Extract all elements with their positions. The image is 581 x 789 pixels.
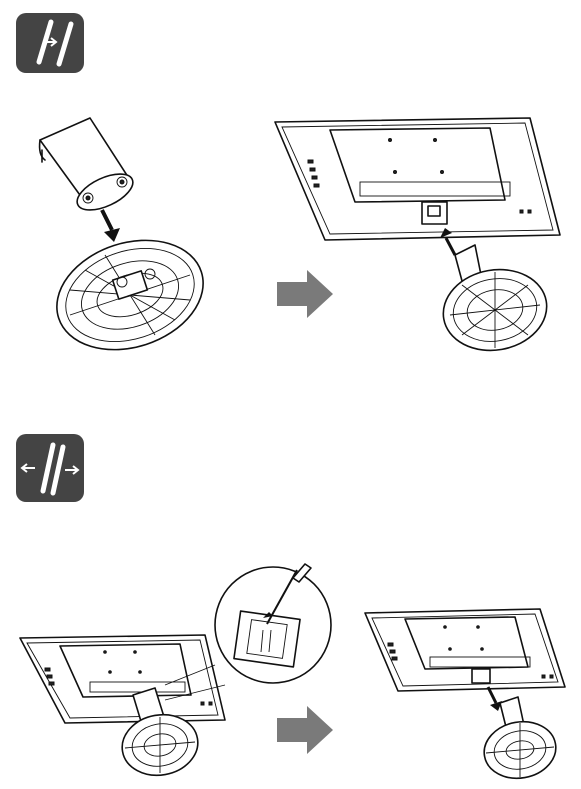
stand-neck-and-base-diagram xyxy=(30,110,220,360)
step-arrow xyxy=(277,706,333,754)
monitor-with-stand-attached-diagram xyxy=(270,110,570,355)
attach-icon xyxy=(15,12,85,74)
monitor-with-screwdriver-detail-diagram xyxy=(15,560,335,780)
step-arrow xyxy=(277,270,333,318)
detach-icon xyxy=(15,433,85,503)
monitor-stand-detached-diagram xyxy=(360,605,575,785)
